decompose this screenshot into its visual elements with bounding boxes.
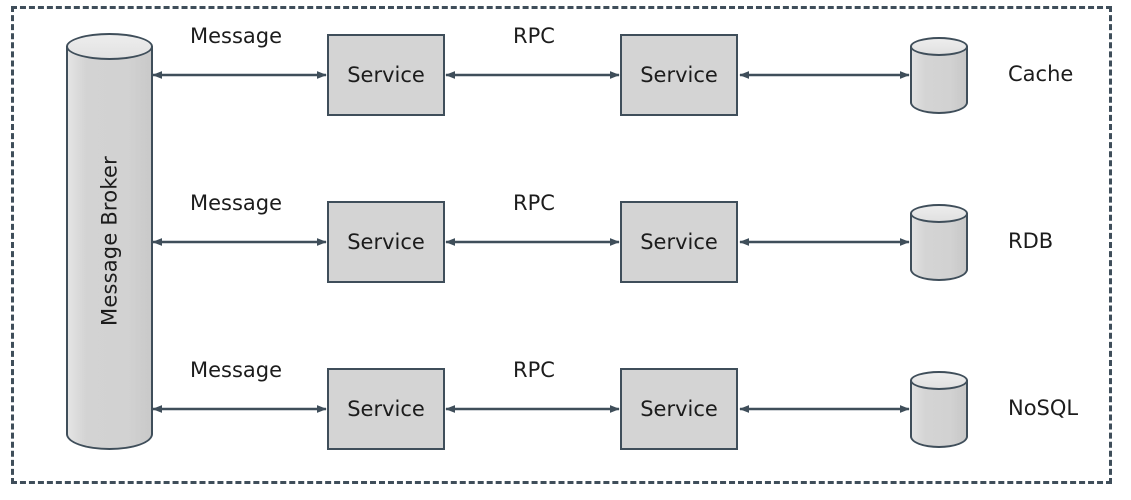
- service-box-row3-b[interactable]: Service: [620, 368, 738, 450]
- datastore-cylinder-nosql[interactable]: [910, 371, 968, 448]
- nosql-cylinder-top: [910, 371, 968, 390]
- datastore-label-cache: Cache: [1008, 62, 1074, 86]
- service-box-row2-a[interactable]: Service: [327, 201, 445, 283]
- edge-label-rpc-row1: RPC: [513, 24, 555, 48]
- service-box-row2-b[interactable]: Service: [620, 201, 738, 283]
- service-box-row1-b[interactable]: Service: [620, 34, 738, 116]
- datastore-cylinder-cache[interactable]: [910, 37, 968, 114]
- datastore-cylinder-rdb[interactable]: [910, 204, 968, 281]
- system-boundary: [11, 6, 1112, 484]
- cache-cylinder-body: [910, 46, 968, 114]
- nosql-cylinder-body: [910, 380, 968, 448]
- edge-label-rpc-row3: RPC: [513, 358, 555, 382]
- edge-label-rpc-row2: RPC: [513, 191, 555, 215]
- edge-label-message-row1: Message: [190, 24, 283, 48]
- datastore-label-rdb: RDB: [1008, 229, 1054, 253]
- service-box-row3-a[interactable]: Service: [327, 368, 445, 450]
- datastore-label-nosql: NoSQL: [1008, 396, 1079, 420]
- edge-label-message-row2: Message: [190, 191, 283, 215]
- edge-label-message-row3: Message: [190, 358, 283, 382]
- message-broker-label: Message Broker: [97, 156, 122, 327]
- rdb-cylinder-top: [910, 204, 968, 223]
- cache-cylinder-top: [910, 37, 968, 56]
- service-box-row1-a[interactable]: Service: [327, 34, 445, 116]
- message-broker-cylinder: Message Broker: [66, 33, 153, 450]
- broker-cylinder-top: [66, 33, 153, 60]
- broker-cylinder-body: [66, 46, 153, 450]
- rdb-cylinder-body: [910, 213, 968, 281]
